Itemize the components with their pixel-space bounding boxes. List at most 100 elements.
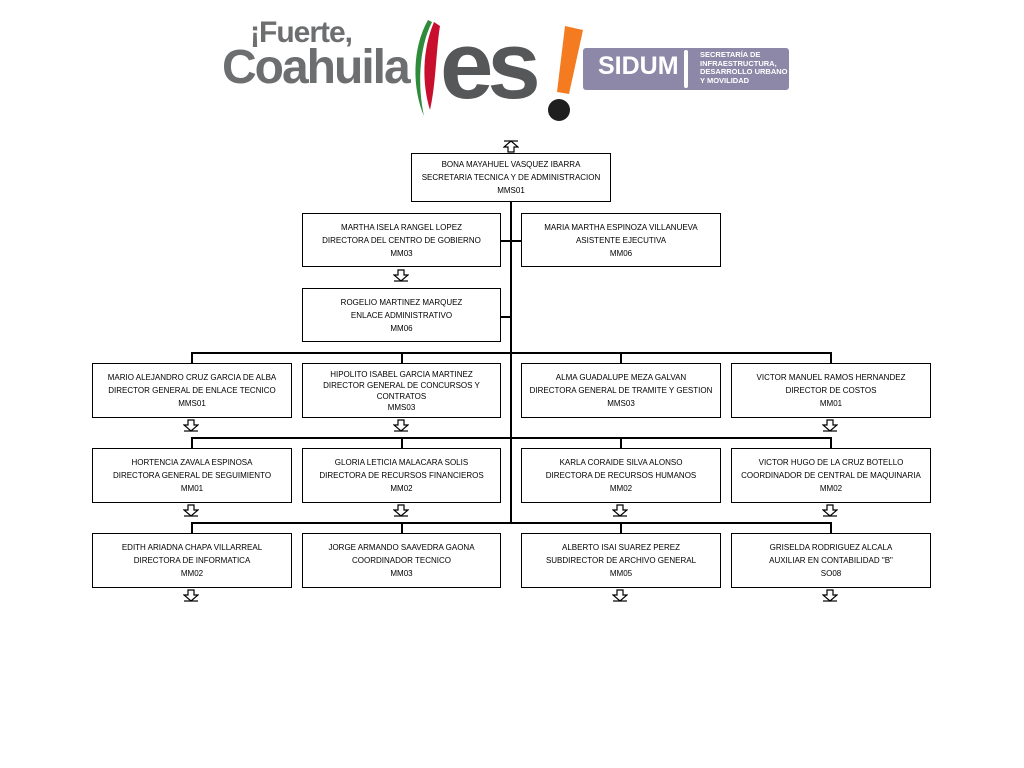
person-name: MARIO ALEJANDRO CRUZ GARCIA DE ALBA xyxy=(107,373,277,382)
person-name: ALBERTO ISAI SUAREZ PEREZ xyxy=(562,543,680,552)
person-role: AUXILIAR EN CONTABILIDAD "B" xyxy=(769,556,893,565)
position-code: MM02 xyxy=(609,484,633,493)
connector-drop xyxy=(401,437,403,449)
connector-row1-bus xyxy=(191,352,832,354)
person-name: KARLA CORAIDE SILVA ALONSO xyxy=(559,458,683,467)
position-code: MM01 xyxy=(180,484,204,493)
position-code: MM01 xyxy=(819,399,843,408)
person-role: DIRECTORA DE INFORMATICA xyxy=(133,556,251,565)
expand-marker-icon[interactable] xyxy=(393,419,409,432)
expand-marker-icon[interactable] xyxy=(822,589,838,602)
org-box-seguimiento[interactable]: HORTENCIA ZAVALA ESPINOSA DIRECTORA GENE… xyxy=(92,448,292,503)
org-box-centro-gobierno[interactable]: MARTHA ISELA RANGEL LOPEZ DIRECTORA DEL … xyxy=(302,213,501,267)
org-box-recursos-financieros[interactable]: GLORIA LETICIA MALACARA SOLIS DIRECTORA … xyxy=(302,448,501,503)
connector-drop xyxy=(401,522,403,534)
person-role: SUBDIRECTOR DE ARCHIVO GENERAL xyxy=(545,556,697,565)
person-name: HIPOLITO ISABEL GARCIA MARTINEZ xyxy=(330,369,473,379)
connector-drop xyxy=(191,437,193,449)
expand-marker-icon[interactable] xyxy=(393,504,409,517)
person-role: ENLACE ADMINISTRATIVO xyxy=(350,310,453,320)
position-code: MM02 xyxy=(390,484,413,493)
org-box-informatica[interactable]: EDITH ARIADNA CHAPA VILLARREAL DIRECTORA… xyxy=(92,533,292,588)
org-box-archivo-general[interactable]: ALBERTO ISAI SUAREZ PEREZ SUBDIRECTOR DE… xyxy=(521,533,721,588)
connector-row3-bus xyxy=(191,522,832,524)
connector-drop xyxy=(830,352,832,364)
position-code: MMS03 xyxy=(387,402,416,412)
person-name: VICTOR MANUEL RAMOS HERNANDEZ xyxy=(756,373,906,382)
org-box-asistente-ejecutiva[interactable]: MARIA MARTHA ESPINOZA VILLANUEVA ASISTEN… xyxy=(521,213,721,267)
expand-up-marker-icon[interactable] xyxy=(503,140,519,153)
position-code: MM06 xyxy=(609,248,633,258)
expand-marker-icon[interactable] xyxy=(612,589,628,602)
connector-drop xyxy=(830,437,832,449)
org-box-concursos-contratos[interactable]: HIPOLITO ISABEL GARCIA MARTINEZ DIRECTOR… xyxy=(302,363,501,418)
connector-drop xyxy=(620,522,622,534)
person-name: HORTENCIA ZAVALA ESPINOSA xyxy=(131,458,253,467)
person-role: DIRECTOR GENERAL DE CONCURSOS Y CONTRATO… xyxy=(323,380,480,401)
org-box-recursos-humanos[interactable]: KARLA CORAIDE SILVA ALONSO DIRECTORA DE … xyxy=(521,448,721,503)
logo-fuerte-text: ¡Fuerte, xyxy=(250,16,353,49)
connector-trunk xyxy=(510,202,512,524)
person-role: DIRECTOR GENERAL DE ENLACE TECNICO xyxy=(108,386,276,395)
connector-drop xyxy=(620,437,622,449)
header: ¡Fuerte, Coahuila es SIDUM SECRETARÍA DE… xyxy=(0,0,1024,130)
expand-marker-icon[interactable] xyxy=(183,419,199,432)
person-name: EDITH ARIADNA CHAPA VILLARREAL xyxy=(121,543,263,552)
sidum-description: SECRETARÍA DE INFRAESTRUCTURA, DESARROLL… xyxy=(700,50,788,85)
flag-swoosh-icon xyxy=(415,20,440,116)
position-code: MM03 xyxy=(390,248,413,258)
expand-marker-icon[interactable] xyxy=(183,504,199,517)
org-box-secretaria-tecnica[interactable]: BONA MAYAHUEL VASQUEZ IBARRA SECRETARIA … xyxy=(411,153,611,202)
person-name: ALMA GUADALUPE MEZA GALVAN xyxy=(555,373,687,382)
logo-es-text: es xyxy=(440,12,541,119)
connector-drop xyxy=(620,352,622,364)
org-box-central-maquinaria[interactable]: VICTOR HUGO DE LA CRUZ BOTELLO COORDINAD… xyxy=(731,448,931,503)
person-name: JORGE ARMANDO SAAVEDRA GAONA xyxy=(328,543,475,552)
connector-drop xyxy=(191,352,193,364)
person-role: DIRECTORA DEL CENTRO DE GOBIERNO xyxy=(322,235,481,245)
connector-drop xyxy=(830,522,832,534)
expand-marker-icon[interactable] xyxy=(822,504,838,517)
person-name: MARTHA ISELA RANGEL LOPEZ xyxy=(341,222,462,232)
position-code: MM03 xyxy=(390,569,413,578)
expand-marker-icon[interactable] xyxy=(393,269,409,282)
expand-marker-icon[interactable] xyxy=(822,419,838,432)
person-name: GRISELDA RODRIGUEZ ALCALA xyxy=(769,543,893,552)
org-box-contabilidad[interactable]: GRISELDA RODRIGUEZ ALCALA AUXILIAR EN CO… xyxy=(731,533,931,588)
logo-coahuila-text: Coahuila xyxy=(222,41,411,94)
exclamation-icon xyxy=(548,26,583,121)
position-code: MMS01 xyxy=(497,186,525,195)
position-code: SO08 xyxy=(820,569,842,578)
position-code: MMS01 xyxy=(178,399,206,408)
person-name: ROGELIO MARTINEZ MARQUEZ xyxy=(340,297,463,307)
connector-drop xyxy=(401,352,403,364)
person-role: DIRECTORA GENERAL DE TRAMITE Y GESTION xyxy=(529,386,713,395)
connector-drop xyxy=(191,522,193,534)
position-code: MM06 xyxy=(390,323,413,333)
person-name: MARIA MARTHA ESPINOZA VILLANUEVA xyxy=(544,222,698,232)
person-role: SECRETARIA TECNICA Y DE ADMINISTRACION xyxy=(421,173,601,182)
org-box-coordinador-tecnico[interactable]: JORGE ARMANDO SAAVEDRA GAONA COORDINADOR… xyxy=(302,533,501,588)
position-code: MM05 xyxy=(609,569,633,578)
person-role: DIRECTORA DE RECURSOS FINANCIEROS xyxy=(319,471,484,480)
org-box-enlace-tecnico[interactable]: MARIO ALEJANDRO CRUZ GARCIA DE ALBA DIRE… xyxy=(92,363,292,418)
person-role: DIRECTORA DE RECURSOS HUMANOS xyxy=(545,471,697,480)
sidum-divider xyxy=(684,50,688,88)
connector-row2-bus xyxy=(191,437,832,439)
person-name: BONA MAYAHUEL VASQUEZ IBARRA xyxy=(441,160,581,169)
org-box-costos[interactable]: VICTOR MANUEL RAMOS HERNANDEZ DIRECTOR D… xyxy=(731,363,931,418)
person-role: DIRECTOR DE COSTOS xyxy=(785,386,877,395)
org-box-tramite-gestion[interactable]: ALMA GUADALUPE MEZA GALVAN DIRECTORA GEN… xyxy=(521,363,721,418)
person-role: COORDINADOR TECNICO xyxy=(352,556,451,565)
person-role: ASISTENTE EJECUTIVA xyxy=(575,235,667,245)
position-code: MM02 xyxy=(180,569,204,578)
sidum-text: SIDUM xyxy=(598,52,679,80)
expand-marker-icon[interactable] xyxy=(612,504,628,517)
connector-rogelio xyxy=(500,316,511,318)
person-name: GLORIA LETICIA MALACARA SOLIS xyxy=(334,458,469,467)
position-code: MM02 xyxy=(819,484,843,493)
position-code: MMS03 xyxy=(607,399,635,408)
org-box-enlace-administrativo[interactable]: ROGELIO MARTINEZ MARQUEZ ENLACE ADMINIST… xyxy=(302,288,501,342)
person-name: VICTOR HUGO DE LA CRUZ BOTELLO xyxy=(758,458,904,467)
expand-marker-icon[interactable] xyxy=(183,589,199,602)
